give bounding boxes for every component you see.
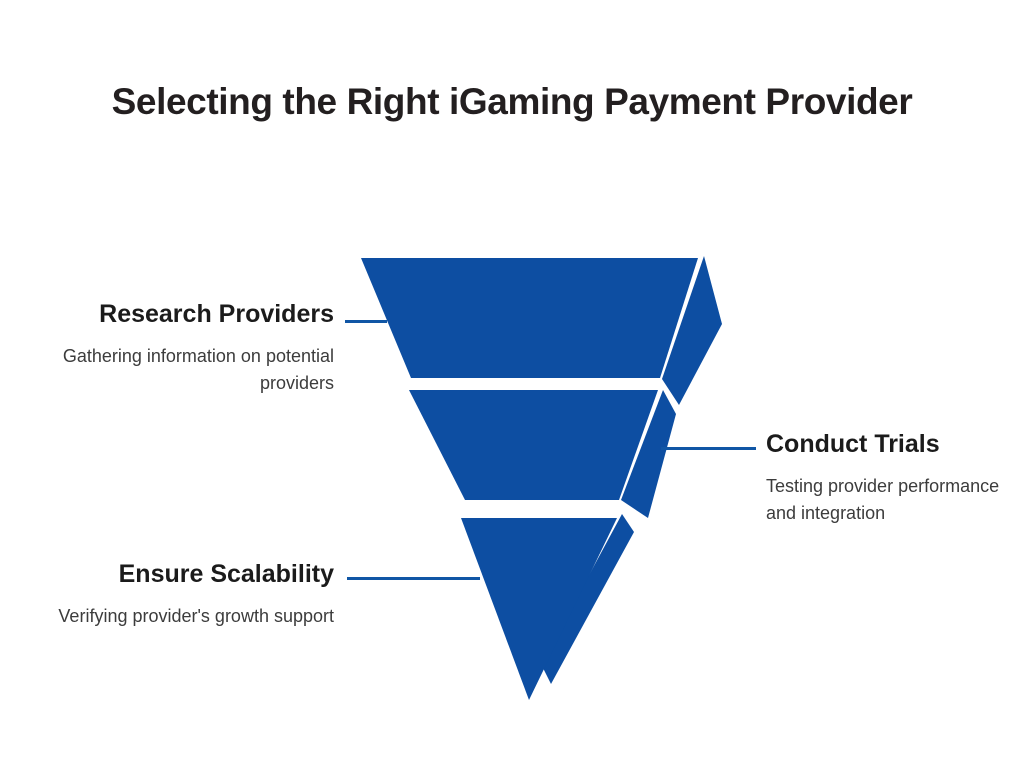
connector-line-ensure-scalability [347,577,480,580]
label-conduct-trials[interactable]: Conduct Trials Testing provider performa… [766,430,1014,527]
funnel-segment-1[interactable] [361,256,722,405]
connector-line-research-providers [345,320,387,323]
connector-line-conduct-trials [661,447,756,450]
label-ensure-scalability-heading: Ensure Scalability [118,560,334,588]
funnel-segment-3-side-face [541,514,634,684]
label-ensure-scalability-description: Verifying provider's growth support [58,605,334,626]
funnel-segment-3[interactable] [461,514,634,700]
label-research-providers[interactable]: Research Providers Gathering information… [12,300,334,397]
funnel-segment-1-side-face [662,256,722,405]
funnel-segment-2-side-face [621,390,676,518]
funnel-segment-2[interactable] [409,390,676,518]
funnel-segment-3-front-face [461,518,617,700]
label-conduct-trials-heading: Conduct Trials [766,430,940,458]
funnel-segment-1-front-face [361,258,698,378]
label-ensure-scalability[interactable]: Ensure Scalability Verifying provider's … [12,560,334,630]
label-research-providers-description: Gathering information on potential provi… [62,345,334,393]
page-title: Selecting the Right iGaming Payment Prov… [111,81,913,122]
label-conduct-trials-description: Testing provider performance and integra… [766,475,1000,523]
label-research-providers-heading: Research Providers [99,300,334,328]
funnel-segment-2-front-face [409,390,658,500]
